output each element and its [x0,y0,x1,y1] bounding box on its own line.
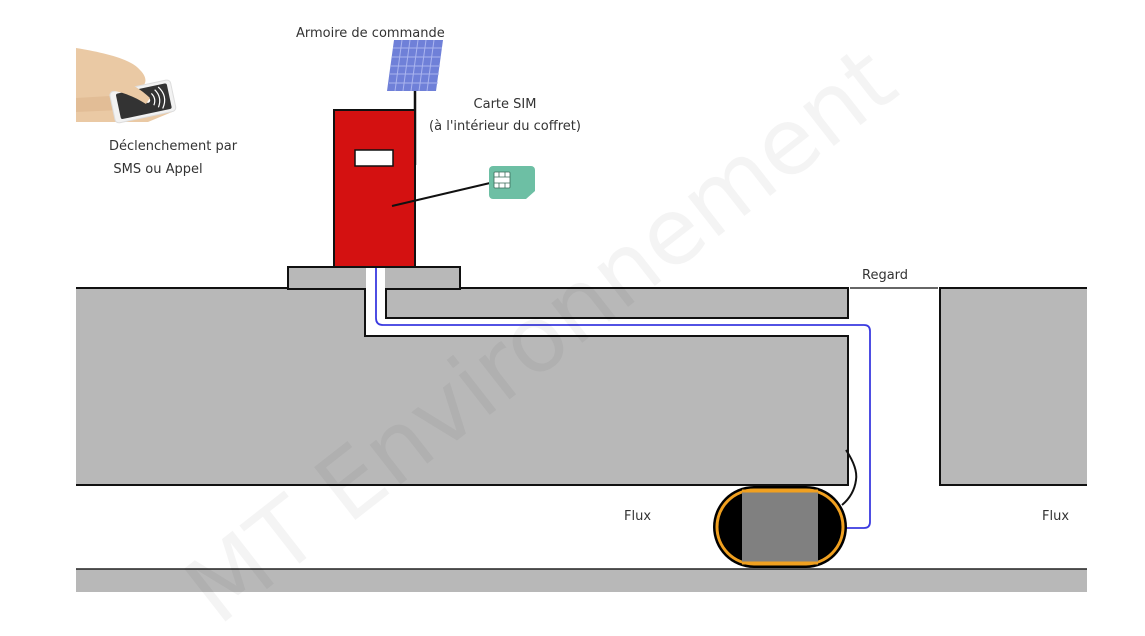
signal-cable [375,268,871,529]
flow-label-right: Flux [1042,509,1069,524]
sim-card-icon [489,166,535,199]
cabinet-label: Armoire de commande [296,26,445,41]
cabinet-window [354,149,394,167]
hand-phone-icon [76,48,177,124]
flow-label-left: Flux [624,509,651,524]
trigger-label-line2: SMS ou Appel [113,162,202,177]
manhole-label: Regard [862,268,908,283]
trigger-label-line1: Déclenchement par [109,139,238,154]
solar-panel-icon [387,39,443,92]
sim-title-label: Carte SIM [474,97,537,112]
sim-subtitle-label: (à l'intérieur du coffret) [429,119,581,134]
channel-floor [76,569,1087,592]
sensor-cable [841,449,858,506]
concrete-block-right [939,287,1087,486]
control-cabinet [333,109,416,268]
flow-sensor [713,486,847,568]
concrete-top-strip [385,287,849,319]
sim-pointer-line [391,182,491,207]
